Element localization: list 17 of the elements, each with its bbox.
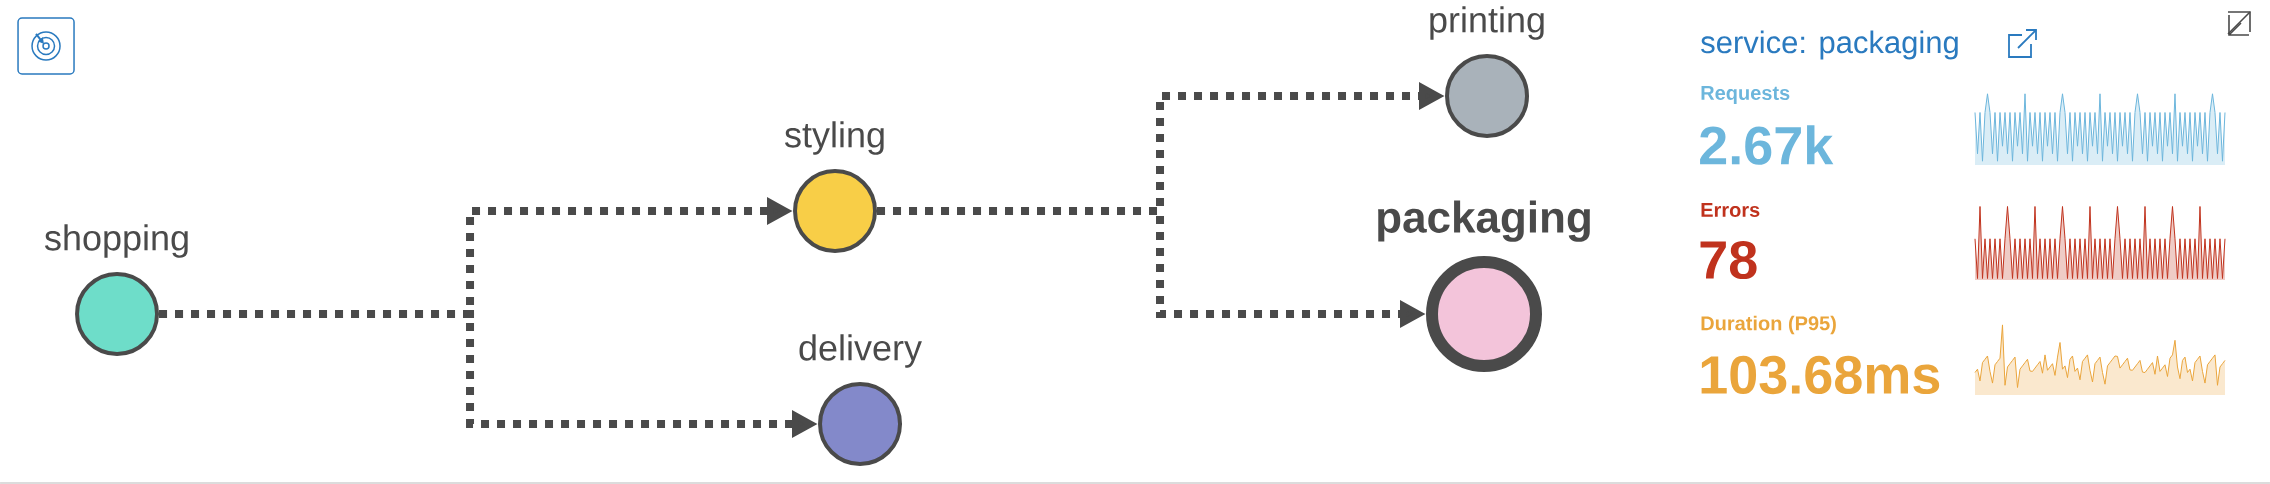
service-node: styling: [785, 121, 884, 253]
node-label: shopping: [44, 224, 188, 258]
node-label: packaging: [1378, 200, 1590, 242]
metric-value: 103.68ms: [1701, 355, 1940, 395]
service-node: shopping: [44, 224, 188, 356]
node-label: delivery: [799, 334, 922, 368]
metric-label: Requests: [1701, 86, 1790, 104]
metric-label: Errors: [1701, 203, 1760, 217]
panel-title: service: packaging: [1701, 30, 1958, 60]
service-node: delivery: [799, 334, 922, 466]
node-label: printing: [1430, 6, 1544, 40]
service-node: packaging: [1378, 200, 1590, 372]
service-node: printing: [1430, 6, 1544, 138]
metric-value: 78: [1700, 240, 1757, 280]
metric-value: 2.67k: [1700, 125, 1834, 165]
metric-label: Duration (P95): [1701, 315, 1836, 335]
node-label: styling: [785, 121, 884, 155]
